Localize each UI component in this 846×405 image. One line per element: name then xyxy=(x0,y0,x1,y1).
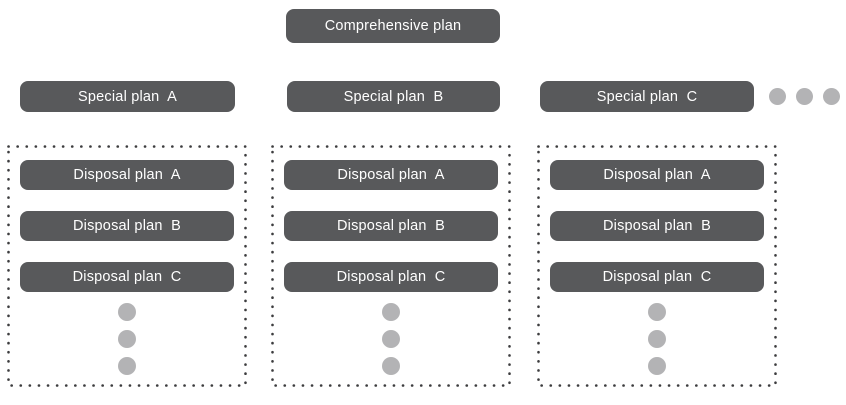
disposal-plan-b-label: Disposal plan B xyxy=(603,218,711,235)
disposal-plan-group-b: Disposal plan A Disposal plan B Disposal… xyxy=(271,145,511,387)
disposal-plan-a-label: Disposal plan A xyxy=(73,167,181,184)
disposal-plan-group-c: Disposal plan A Disposal plan B Disposal… xyxy=(537,145,777,387)
special-plan-a-label: Special plan A xyxy=(78,88,177,105)
disposal-plan-c-box: Disposal plan C xyxy=(20,262,234,292)
disposal-plan-b-box: Disposal plan B xyxy=(284,211,498,241)
disposal-plan-b-box: Disposal plan B xyxy=(550,211,764,241)
dotted-border xyxy=(7,145,247,387)
disposal-plan-a-label: Disposal plan A xyxy=(603,167,711,184)
disposal-plan-group-a: Disposal plan A Disposal plan B Disposal… xyxy=(7,145,247,387)
more-disposal-plans-ellipsis-icon xyxy=(7,303,247,375)
ellipsis-dot xyxy=(648,330,666,348)
ellipsis-dot xyxy=(648,357,666,375)
ellipsis-dot xyxy=(382,357,400,375)
disposal-plan-c-box: Disposal plan C xyxy=(284,262,498,292)
ellipsis-dot xyxy=(382,330,400,348)
ellipsis-dot xyxy=(118,357,136,375)
more-special-plans-ellipsis-icon xyxy=(769,88,840,105)
disposal-plan-a-box: Disposal plan A xyxy=(20,160,234,190)
disposal-plan-a-box: Disposal plan A xyxy=(284,160,498,190)
special-plan-c-label: Special plan C xyxy=(596,88,698,105)
more-disposal-plans-ellipsis-icon xyxy=(537,303,777,375)
ellipsis-dot xyxy=(118,303,136,321)
disposal-plan-c-label: Disposal plan C xyxy=(602,269,712,286)
ellipsis-dot xyxy=(823,88,840,105)
disposal-plan-b-label: Disposal plan B xyxy=(337,218,445,235)
dotted-border xyxy=(537,145,777,387)
ellipsis-dot xyxy=(648,303,666,321)
disposal-plan-b-box: Disposal plan B xyxy=(20,211,234,241)
comprehensive-plan-box: Comprehensive plan xyxy=(286,9,500,43)
more-disposal-plans-ellipsis-icon xyxy=(271,303,511,375)
ellipsis-dot xyxy=(118,330,136,348)
ellipsis-dot xyxy=(769,88,786,105)
special-plan-a-box: Special plan A xyxy=(20,81,235,112)
special-plan-b-box: Special plan B xyxy=(287,81,500,112)
ellipsis-dot xyxy=(382,303,400,321)
disposal-plan-c-label: Disposal plan C xyxy=(72,269,182,286)
ellipsis-dot xyxy=(796,88,813,105)
special-plan-c-box: Special plan C xyxy=(540,81,754,112)
disposal-plan-b-label: Disposal plan B xyxy=(73,218,181,235)
disposal-plan-c-box: Disposal plan C xyxy=(550,262,764,292)
disposal-plan-a-label: Disposal plan A xyxy=(337,167,445,184)
comprehensive-plan-label: Comprehensive plan xyxy=(324,18,462,35)
disposal-plan-a-box: Disposal plan A xyxy=(550,160,764,190)
dotted-border xyxy=(271,145,511,387)
special-plan-b-label: Special plan B xyxy=(343,88,444,105)
disposal-plan-c-label: Disposal plan C xyxy=(336,269,446,286)
